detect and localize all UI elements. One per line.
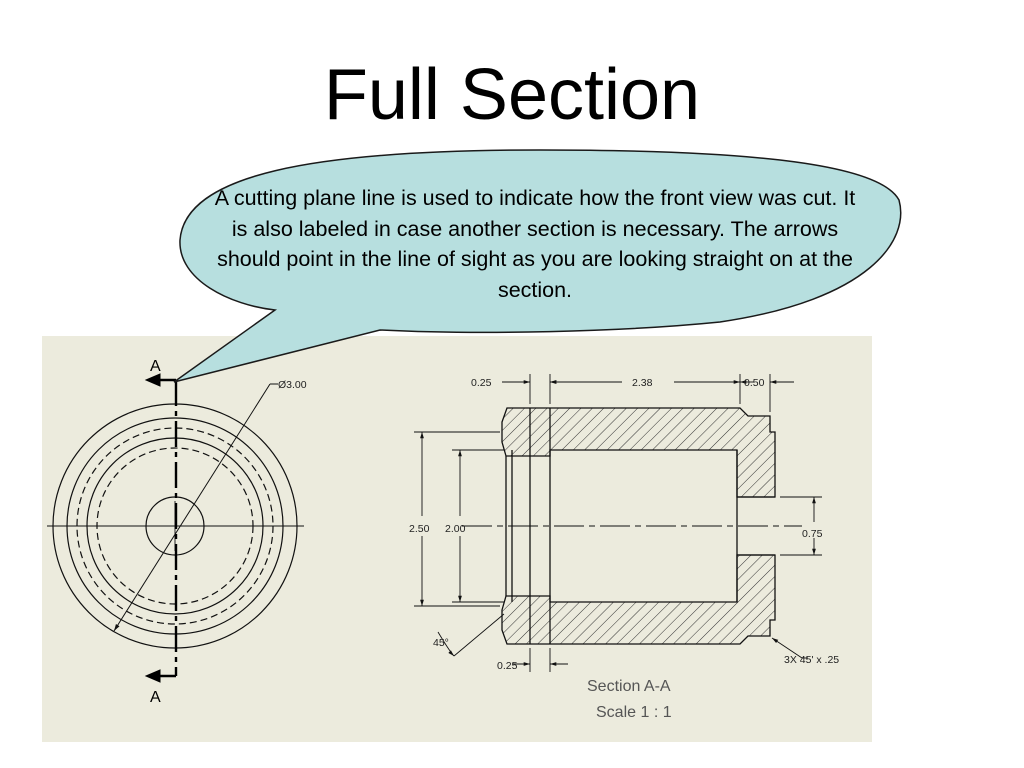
cutting-plane-arrow-bottom [144, 669, 161, 683]
chamfer-note: 3X 45' x .25 [784, 654, 839, 666]
cutting-plane-line [144, 373, 178, 683]
slide-title: Full Section [323, 55, 701, 135]
cutting-plane-label-bottom: A [150, 689, 161, 706]
cutting-plane-arrow-top [144, 373, 161, 387]
scale-caption: Scale 1 : 1 [596, 704, 672, 721]
diameter-leader [113, 383, 271, 632]
dim-flange-width: 0.25 [497, 660, 518, 672]
callout-text: A cutting plane line is used to indicate… [214, 186, 856, 302]
technical-drawing: Ø3.00 A A [42, 336, 872, 742]
drawing-canvas: Ø3.00 A A [47, 358, 839, 721]
dim-small-bore: 0.75 [802, 528, 823, 540]
section-caption: Section A-A [587, 678, 671, 695]
dim-outer-diameter: 2.50 [409, 523, 430, 535]
dim-chamfer-angle: 45° [433, 637, 449, 649]
dim-bore-diameter: 2.00 [445, 523, 466, 535]
diameter-dimension: Ø3.00 [278, 379, 307, 391]
section-hatch-top [501, 407, 776, 498]
section-view [462, 407, 802, 645]
cutting-plane-label-top: A [150, 358, 161, 375]
section-hatch-bottom [501, 554, 776, 645]
dim-right-wall: 0.50 [744, 377, 765, 389]
dim-body-length: 2.38 [632, 377, 653, 389]
dim-left-chamfer-width: 0.25 [471, 377, 492, 389]
